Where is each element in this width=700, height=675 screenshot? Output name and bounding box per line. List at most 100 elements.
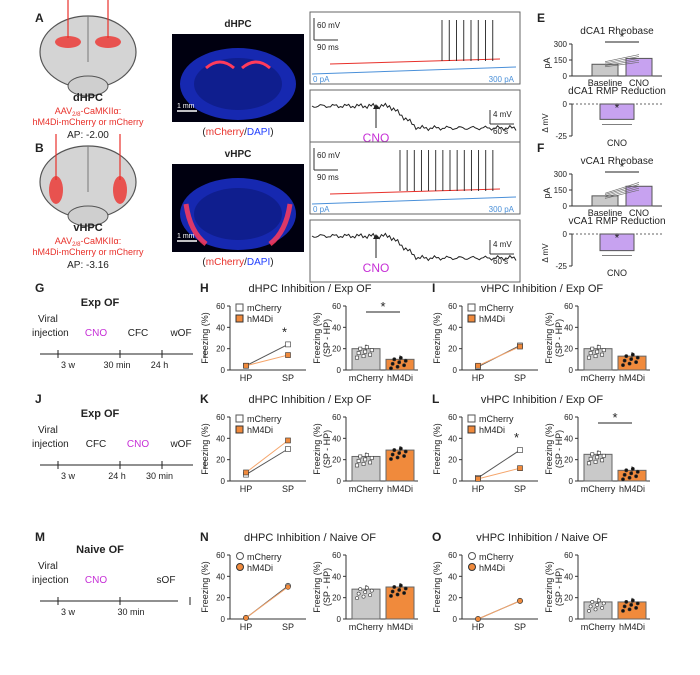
x-tick-label: mCherry — [581, 373, 616, 383]
individual-point — [390, 452, 395, 457]
legend-swatch-hm4di — [235, 425, 244, 434]
y-tick-label: 0 — [337, 366, 342, 375]
brain-schematic-b — [39, 134, 137, 227]
y-tick-label: -25 — [555, 262, 567, 271]
x-tick-label: SP — [282, 373, 294, 383]
virus-name: AAV — [55, 236, 72, 246]
y-tick-label: 40 — [448, 434, 457, 443]
y-tick-label: 0 — [453, 615, 458, 624]
y-tick-label: 40 — [216, 572, 225, 581]
individual-point — [629, 357, 634, 362]
stain-dapi: DAPI — [247, 127, 270, 138]
y-tick-label: 60 — [216, 302, 225, 311]
brain-stem — [67, 205, 109, 227]
rmp-scale-y-label: 4 mV — [493, 240, 512, 249]
individual-point — [624, 354, 629, 359]
rheobase-bar-1 — [625, 57, 653, 77]
data-point — [475, 616, 481, 622]
y-tick-label: 60 — [448, 413, 457, 422]
individual-point — [627, 475, 632, 480]
individual-point — [356, 459, 361, 463]
stain-mcherry: mCherry — [206, 257, 244, 268]
x-tick-label: SP — [282, 622, 294, 632]
y-tick-label: 40 — [564, 572, 573, 581]
x-tick-label: mCherry — [349, 484, 384, 494]
individual-point — [630, 352, 635, 357]
timeline-viral: Viral — [38, 561, 58, 572]
series-line-0 — [245, 343, 289, 367]
y-tick-label: 0 — [337, 615, 342, 624]
legend-swatch-mcherry — [236, 552, 244, 560]
y-tick-label: 0 — [563, 230, 568, 239]
legend-label-hm4di: hM4Di — [479, 314, 505, 324]
y-tick-label: 60 — [332, 302, 341, 311]
timeline-injection: injection — [32, 575, 69, 586]
x-tick-label: Baseline — [588, 78, 623, 88]
y-axis-label-2: (SP - HP) — [554, 430, 564, 468]
legend-label-mcherry: mCherry — [479, 303, 514, 313]
individual-point — [363, 349, 368, 354]
legend-swatch-mcherry — [468, 552, 476, 560]
group-bar-1 — [385, 449, 415, 482]
y-axis-label: Δ mV — [541, 243, 550, 263]
individual-point — [600, 606, 604, 610]
timeline-step-3: wOF — [169, 328, 191, 339]
panel-letter-f: F — [537, 141, 544, 155]
individual-point — [368, 593, 372, 598]
panel-letter-j: J — [35, 392, 42, 406]
individual-point — [634, 474, 638, 479]
y-tick-label: 40 — [216, 434, 225, 443]
x-tick-label: HP — [472, 373, 485, 383]
virus-serotype: 2/8 — [72, 112, 81, 118]
paired-line — [604, 185, 640, 197]
y-tick-label: 20 — [332, 594, 341, 603]
sig-star: * — [612, 410, 617, 425]
current-end-label: 300 pA — [489, 205, 515, 214]
panel-letter-b: B — [35, 141, 44, 155]
stain-mcherry: mCherry — [206, 127, 244, 138]
timeline-step-2: CFC — [128, 328, 149, 339]
timeline-viral: Viral — [38, 314, 58, 325]
ephys-frame — [309, 11, 521, 85]
y-axis-label: pA — [542, 57, 552, 68]
rmp-scale-y-label: 4 mV — [493, 110, 512, 119]
y-axis-label-2: (SP - HP) — [322, 430, 332, 468]
individual-point — [368, 352, 372, 357]
rmp-bar — [599, 103, 635, 120]
y-axis-label: Δ mV — [541, 113, 550, 133]
timeline-injection: injection — [32, 328, 69, 339]
x-tick-label: HP — [240, 373, 253, 383]
y-tick-label: 40 — [448, 572, 457, 581]
x-tick-label: mCherry — [349, 373, 384, 383]
individual-point — [364, 345, 369, 350]
individual-point — [593, 607, 598, 612]
individual-point — [629, 471, 634, 476]
series-line-1 — [245, 440, 289, 473]
y-tick-label: 150 — [554, 186, 568, 195]
y-tick-label: 40 — [332, 323, 341, 332]
dapi-inner — [194, 58, 282, 110]
data-point — [475, 476, 481, 482]
dhpc-right-region — [95, 36, 121, 48]
individual-point — [389, 457, 393, 461]
scale-y-label: 60 mV — [317, 21, 341, 30]
x-tick-label: HP — [472, 622, 485, 632]
individual-point — [398, 583, 403, 588]
ap-coordinate: AP: -2.00 — [67, 130, 109, 141]
legend-swatch-mcherry — [467, 414, 476, 423]
panel-letter-h: H — [200, 281, 209, 295]
rheobase-bar-1 — [625, 185, 653, 207]
individual-point — [390, 589, 395, 594]
timeline-interval-1: 24 h — [108, 471, 126, 481]
y-tick-label: 40 — [332, 434, 341, 443]
sig-star: * — [282, 324, 287, 339]
panel-letter-n: N — [200, 530, 209, 544]
legend-label-hm4di: hM4Di — [247, 425, 273, 435]
individual-point — [595, 455, 600, 460]
timeline-interval-1: 30 min — [117, 607, 144, 617]
y-tick-label: 20 — [564, 594, 573, 603]
individual-point — [389, 594, 393, 598]
region-label: vHPC — [73, 222, 102, 234]
panel-letter-i: I — [432, 281, 435, 295]
ephys-frame — [309, 141, 521, 215]
